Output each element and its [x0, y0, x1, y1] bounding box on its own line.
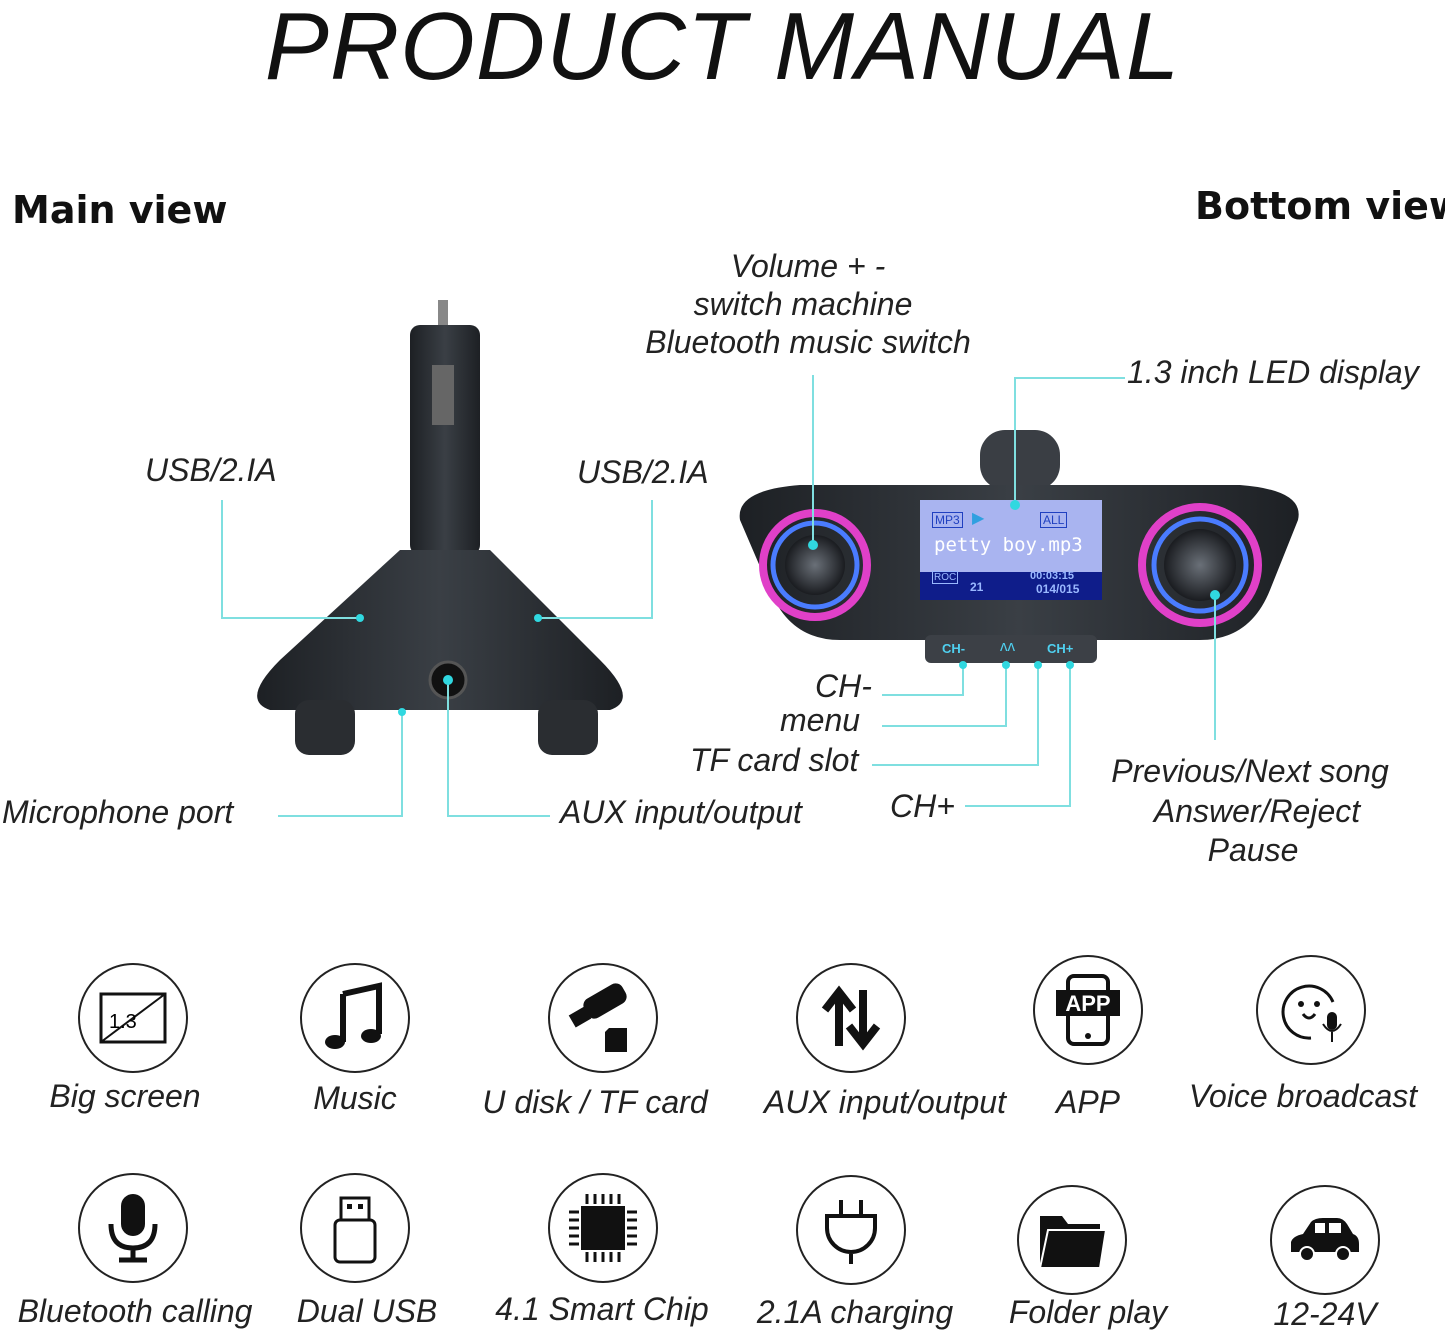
screen-icon-text: 1.3 — [109, 1011, 137, 1033]
ch-minus-label: CH- — [815, 668, 872, 704]
microphone-port-label: Microphone port — [2, 794, 234, 830]
device-illustrations — [221, 300, 1299, 817]
display-label: 1.3 inch LED display — [1127, 354, 1419, 390]
ch-plus-button[interactable]: CH+ — [1047, 641, 1074, 656]
screen-count: 014/015 — [1036, 582, 1080, 596]
screen-track: petty boy.mp3 — [934, 534, 1083, 556]
prev-next-label-3: Pause — [1207, 832, 1299, 868]
aux-label: AUX input/output — [560, 794, 802, 830]
music-note-icon — [300, 963, 410, 1073]
chip-icon — [548, 1173, 658, 1283]
screen-icon: 1.3 — [78, 963, 188, 1073]
phone-app-icon: APP — [1033, 955, 1143, 1065]
usb-left-label: USB/2.IA — [145, 452, 277, 488]
feature-label: Big screen — [49, 1078, 201, 1114]
screen-mode: MP3 — [932, 512, 963, 528]
feature-label: APP — [1055, 1084, 1121, 1120]
feature-label: Dual USB — [296, 1293, 438, 1329]
ch-plus-label: CH+ — [890, 788, 955, 824]
feature-label: 12-24V — [1273, 1296, 1377, 1332]
feature-label: Music — [313, 1080, 397, 1116]
voice-icon — [1256, 955, 1366, 1065]
plug-icon — [796, 1175, 906, 1285]
feature-label: Bluetooth calling — [17, 1293, 253, 1329]
feature-label: Voice broadcast — [1188, 1078, 1418, 1114]
folder-icon — [1017, 1185, 1127, 1295]
screen-number: 21 — [970, 580, 984, 594]
volume-label-3: Bluetooth music switch — [645, 324, 971, 360]
screen-time: 00:03:15 — [1030, 570, 1075, 582]
menu-label: menu — [780, 702, 861, 738]
bottom-view-device — [739, 430, 1299, 663]
volume-label-2: switch machine — [693, 286, 913, 322]
prev-next-label-1: Previous/Next song — [1111, 753, 1389, 789]
usb-drive-icon — [548, 963, 658, 1073]
page-title: PRODUCT MANUAL — [264, 0, 1181, 100]
feature-label: AUX input/output — [764, 1084, 1006, 1120]
volume-label-1: Volume + - — [730, 248, 886, 284]
feature-label: Folder play — [1008, 1294, 1168, 1330]
feature-label: 4.1 Smart Chip — [495, 1291, 709, 1327]
prev-next-label-2: Answer/Reject — [1153, 793, 1361, 829]
feature-label: U disk / TF card — [482, 1084, 708, 1120]
bottom-view-heading: Bottom view — [1195, 184, 1445, 228]
play-icon: ▶ — [972, 510, 985, 527]
tf-slot-label: TF card slot — [690, 742, 859, 778]
menu-button[interactable]: ᴧᴧ — [1000, 638, 1015, 655]
up-down-arrows-icon — [796, 963, 906, 1073]
main-view-device — [257, 300, 623, 755]
microphone-icon — [78, 1173, 188, 1283]
car-icon — [1270, 1185, 1380, 1295]
app-icon-text: APP — [1065, 991, 1110, 1016]
ch-minus-button[interactable]: CH- — [942, 641, 966, 656]
screen-roc: ROC — [932, 571, 959, 584]
screen-repeat: ALL — [1040, 512, 1068, 528]
main-view-heading: Main view — [12, 188, 228, 232]
usb-right-label: USB/2.IA — [577, 454, 709, 490]
feature-label: 2.1A charging — [756, 1294, 954, 1330]
callout-lines — [221, 375, 1216, 817]
usb-plug-icon — [300, 1173, 410, 1283]
